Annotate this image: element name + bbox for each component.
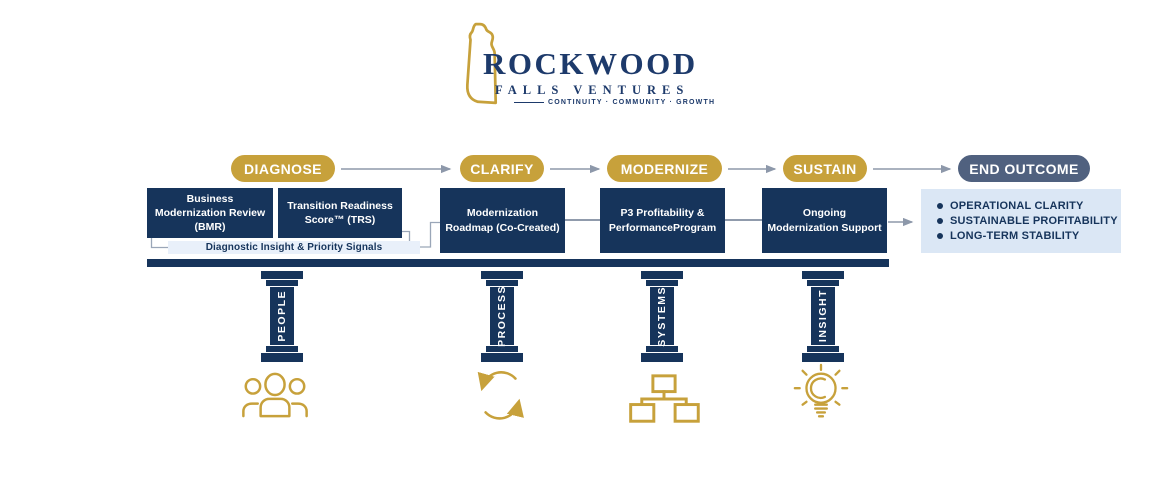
bullet-icon — [937, 218, 943, 224]
stage-label: MODERNIZE — [620, 160, 709, 177]
pillar-systems: SYSTEMS — [641, 271, 683, 362]
pillar-base — [641, 353, 683, 362]
deliverable-label: Modernization Roadmap (Co-Created) — [445, 207, 560, 234]
deliverable-box-ongoing-support: Ongoing Modernization Support — [762, 188, 887, 253]
diagnostic-signals-bar: Diagnostic Insight & Priority Signals — [168, 241, 420, 254]
pillar-base — [261, 353, 303, 362]
pillar-capital — [481, 271, 523, 279]
pillar-base — [646, 346, 678, 352]
stage-pill-end-outcome: END OUTCOME — [958, 155, 1090, 182]
pillar-shaft: PROCESS — [490, 285, 514, 347]
pillar-capital — [646, 280, 678, 286]
deliverable-box-bmr: Business Modernization Review (BMR) — [147, 188, 273, 238]
bullet-icon — [937, 233, 943, 239]
stage-pill-sustain: SUSTAIN — [783, 155, 867, 182]
stage-pill-diagnose: DIAGNOSE — [231, 155, 335, 182]
logo-wordmark: ROCKWOOD — [483, 46, 698, 81]
pillar-base — [266, 346, 298, 352]
outcome-item: SUSTAINABLE PROFITABILITY — [937, 215, 1121, 227]
deliverable-box-roadmap: Modernization Roadmap (Co-Created) — [440, 188, 565, 253]
deliverable-label: Ongoing Modernization Support — [767, 207, 882, 234]
pillar-base — [807, 346, 839, 352]
end-outcome-panel: OPERATIONAL CLARITY SUSTAINABLE PROFITAB… — [921, 189, 1121, 253]
deliverable-label: P3 Profitability & PerformanceProgram — [608, 207, 717, 234]
outcome-label: LONG-TERM STABILITY — [950, 230, 1080, 242]
outcome-item: LONG-TERM STABILITY — [937, 230, 1121, 242]
pillar-process: PROCESS — [481, 271, 523, 362]
sitemap-icon — [629, 374, 700, 423]
deliverable-box-p3-program: P3 Profitability & PerformanceProgram — [600, 188, 725, 253]
deliverable-label: Business Modernization Review (BMR) — [154, 192, 266, 234]
stage-label: SUSTAIN — [793, 160, 857, 177]
stage-pill-modernize: MODERNIZE — [607, 155, 722, 182]
stage-label: DIAGNOSE — [244, 160, 322, 177]
delaware-outline-icon — [465, 22, 498, 105]
outcome-label: SUSTAINABLE PROFITABILITY — [950, 215, 1118, 227]
refresh-icon — [477, 371, 524, 420]
pillar-capital — [266, 280, 298, 286]
pillar-label: PEOPLE — [276, 290, 288, 342]
pillar-shaft: INSIGHT — [811, 287, 835, 345]
pillar-label: SYSTEMS — [656, 285, 668, 347]
pillar-insight: INSIGHT — [802, 271, 844, 362]
pillar-capital — [807, 280, 839, 286]
pillar-base — [486, 346, 518, 352]
pillar-capital — [261, 271, 303, 279]
stage-label: END OUTCOME — [969, 160, 1079, 177]
tagline-text: CONTINUITY · COMMUNITY · GROWTH — [548, 99, 716, 106]
people-icon — [242, 372, 308, 418]
tagline-rule — [514, 102, 544, 103]
stage-pill-clarify: CLARIFY — [460, 155, 544, 182]
lightbulb-icon — [793, 363, 849, 418]
pillar-capital — [641, 271, 683, 279]
outcome-item: OPERATIONAL CLARITY — [937, 200, 1121, 212]
stage-label: CLARIFY — [470, 160, 534, 177]
bullet-icon — [937, 203, 943, 209]
outcome-label: OPERATIONAL CLARITY — [950, 200, 1084, 212]
deliverable-box-trs: Transition Readiness Score™ (TRS) — [278, 188, 402, 238]
pillar-capital — [802, 271, 844, 279]
pillar-capital — [486, 280, 518, 286]
company-logo: ROCKWOOD FALLS VENTURES CONTINUITY · COM… — [462, 16, 714, 108]
pillar-label: INSIGHT — [817, 289, 829, 343]
pillar-base — [802, 353, 844, 362]
logo-tagline: CONTINUITY · COMMUNITY · GROWTH — [514, 99, 715, 106]
pillar-base — [481, 353, 523, 362]
pillar-people: PEOPLE — [261, 271, 303, 362]
deliverable-label: Transition Readiness Score™ (TRS) — [287, 199, 393, 226]
pillar-shaft: SYSTEMS — [650, 285, 674, 347]
pillar-label: PROCESS — [496, 285, 508, 347]
pillar-shaft: PEOPLE — [270, 287, 294, 345]
logo-subtitle: FALLS VENTURES — [495, 83, 690, 97]
foundation-beam — [147, 259, 889, 267]
